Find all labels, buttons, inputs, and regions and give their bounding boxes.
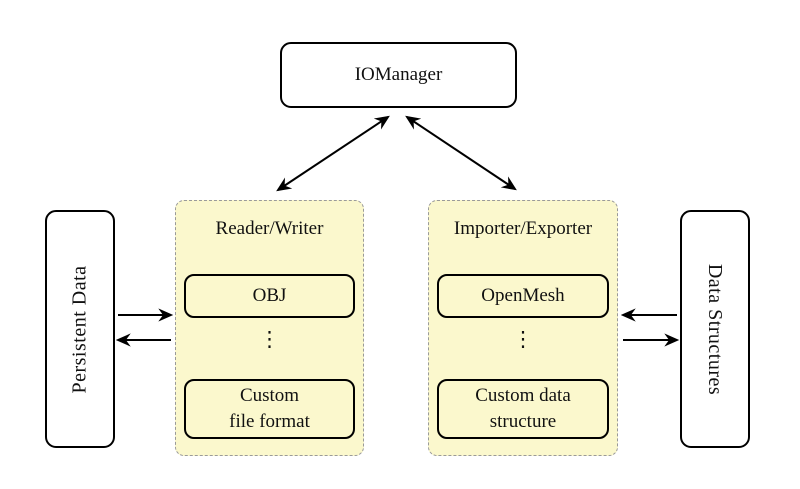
custom-data-structure-box: Custom data structure <box>437 379 609 439</box>
reader-writer-panel: Reader/Writer OBJ ⋮ Custom file format <box>175 200 364 456</box>
reader-writer-title: Reader/Writer <box>215 218 324 239</box>
iomanager-node: IOManager <box>280 42 517 108</box>
obj-label: OBJ <box>252 285 287 307</box>
iomanager-label: IOManager <box>354 64 443 85</box>
arrow-iomanager-importerexporter <box>405 115 517 191</box>
reader-writer-ellipsis: ⋮ <box>259 327 280 351</box>
importer-exporter-panel: Importer/Exporter OpenMesh ⋮ Custom data… <box>428 200 618 456</box>
data-structures-label: Data Structures <box>704 263 727 395</box>
importer-exporter-ellipsis: ⋮ <box>512 327 534 351</box>
custom-data-structure-line1: Custom data <box>475 385 571 407</box>
custom-file-format-box: Custom file format <box>184 379 355 439</box>
persistent-data-label: Persistent Data <box>68 264 91 394</box>
persistent-data-node: Persistent Data <box>45 210 115 448</box>
obj-box: OBJ <box>184 274 355 318</box>
openmesh-label: OpenMesh <box>481 285 565 307</box>
arrow-iomanager-readerwriter <box>276 115 390 192</box>
importer-exporter-title: Importer/Exporter <box>453 218 593 239</box>
custom-file-format-line2: file format <box>229 411 310 432</box>
data-structures-node: Data Structures <box>680 210 750 448</box>
custom-data-structure-line2: structure <box>489 411 557 432</box>
openmesh-box: OpenMesh <box>437 274 609 318</box>
custom-file-format-line1: Custom <box>239 385 300 407</box>
